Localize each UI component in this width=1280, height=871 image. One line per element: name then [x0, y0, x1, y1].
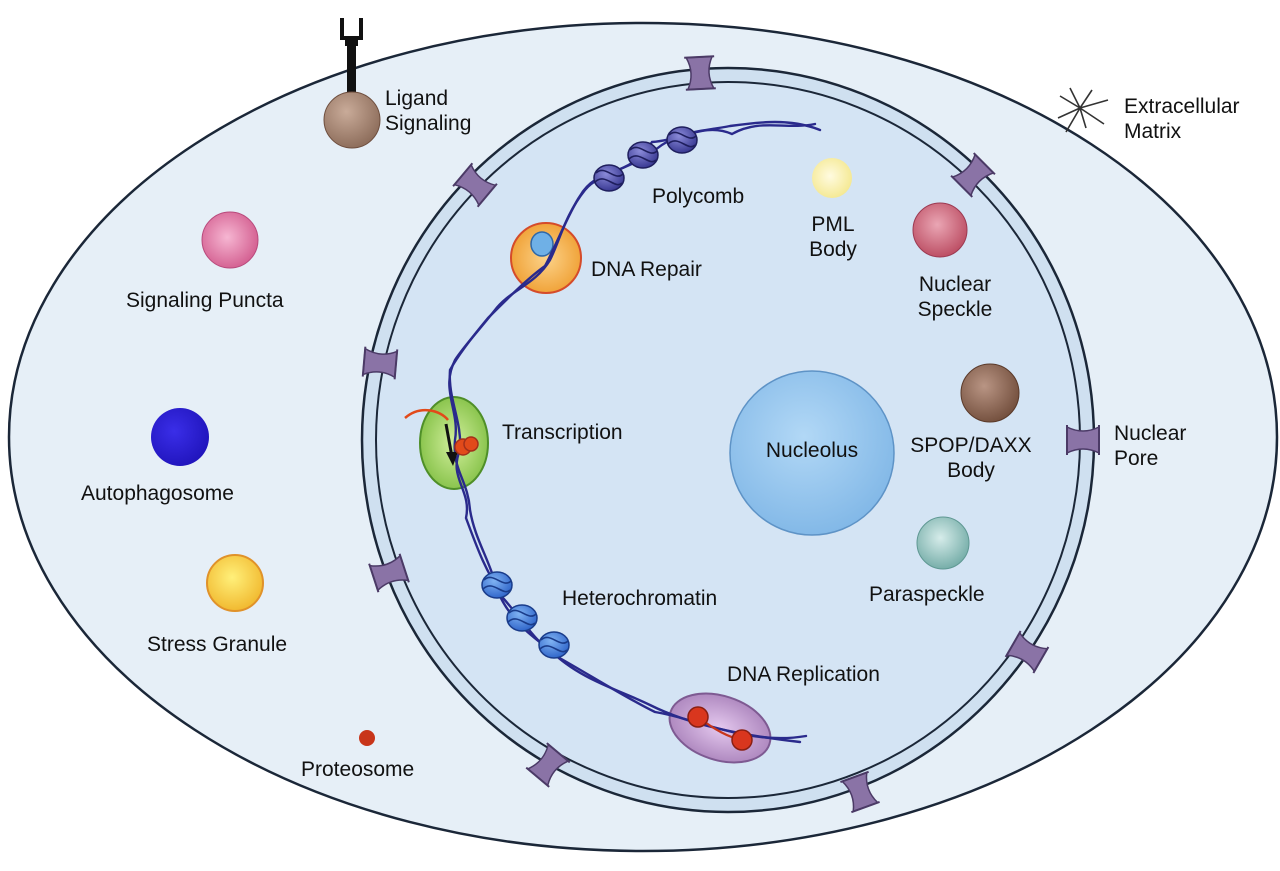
label-spop-daxx-body: SPOP/DAXX Body [906, 433, 1036, 483]
label-heterochromatin: Heterochromatin [562, 587, 718, 610]
transcription-arrow [444, 423, 454, 458]
label-ligand-signaling: Ligand Signaling [385, 86, 471, 136]
pml-body-shape [812, 158, 852, 198]
label-spop-daxx-body-line2: Body [947, 459, 995, 482]
label-extracellular-matrix: Extracellular Matrix [1124, 94, 1240, 144]
proteosome-body [359, 730, 375, 746]
replication-protein-1 [687, 706, 709, 728]
label-nuclear-speckle: Nuclear Speckle [900, 272, 1010, 322]
rna-polymerase-2 [463, 436, 479, 452]
label-pml-body-line2: Body [809, 238, 857, 261]
label-spop-daxx-body-line1: SPOP/DAXX [910, 434, 1032, 457]
label-nuclear-pore: Nuclear Pore [1114, 421, 1186, 471]
stress-granule-body [206, 554, 264, 612]
label-transcription: Transcription [502, 421, 623, 444]
ligand-receptor-icon [323, 18, 381, 149]
label-autophagosome: Autophagosome [81, 482, 234, 505]
label-dna-repair: DNA Repair [591, 258, 702, 281]
label-stress-granule: Stress Granule [147, 633, 288, 656]
replication-protein-2 [731, 729, 753, 751]
label-proteosome: Proteosome [301, 758, 415, 781]
label-extracellular-matrix-line1: Extracellular [1124, 95, 1240, 118]
rna-strand [404, 409, 449, 421]
label-pml-body-line1: PML [811, 213, 855, 236]
transcription-arrow-head [446, 452, 458, 466]
label-nuclear-pore-line1: Nuclear [1114, 422, 1187, 445]
nuclear-speckle-body [912, 202, 968, 258]
dna-repair-condensate [510, 222, 582, 294]
label-dna-replication: DNA Replication [727, 663, 880, 686]
label-ligand-signaling-line1: Ligand [385, 87, 449, 110]
paraspeckle-body [916, 516, 970, 570]
label-nucleolus: Nucleolus [765, 439, 859, 462]
label-signaling-puncta: Signaling Puncta [126, 289, 284, 312]
extracellular-matrix-icon [1057, 87, 1109, 133]
signaling-puncta-body [201, 211, 259, 269]
label-nuclear-pore-line2: Pore [1114, 447, 1159, 470]
label-nuclear-speckle-line2: Speckle [917, 298, 993, 321]
spop-daxx-body-shape [960, 363, 1020, 423]
label-pml-body: PML Body [800, 212, 866, 262]
dna-repair-protein [530, 231, 554, 257]
label-paraspeckle: Paraspeckle [869, 583, 985, 606]
label-polycomb: Polycomb [652, 185, 745, 208]
label-nuclear-speckle-line1: Nuclear [918, 273, 992, 296]
label-extracellular-matrix-line2: Matrix [1124, 120, 1182, 143]
nucleolus-body [729, 370, 895, 536]
autophagosome-body [151, 408, 209, 466]
label-ligand-signaling-line2: Signaling [385, 112, 472, 135]
